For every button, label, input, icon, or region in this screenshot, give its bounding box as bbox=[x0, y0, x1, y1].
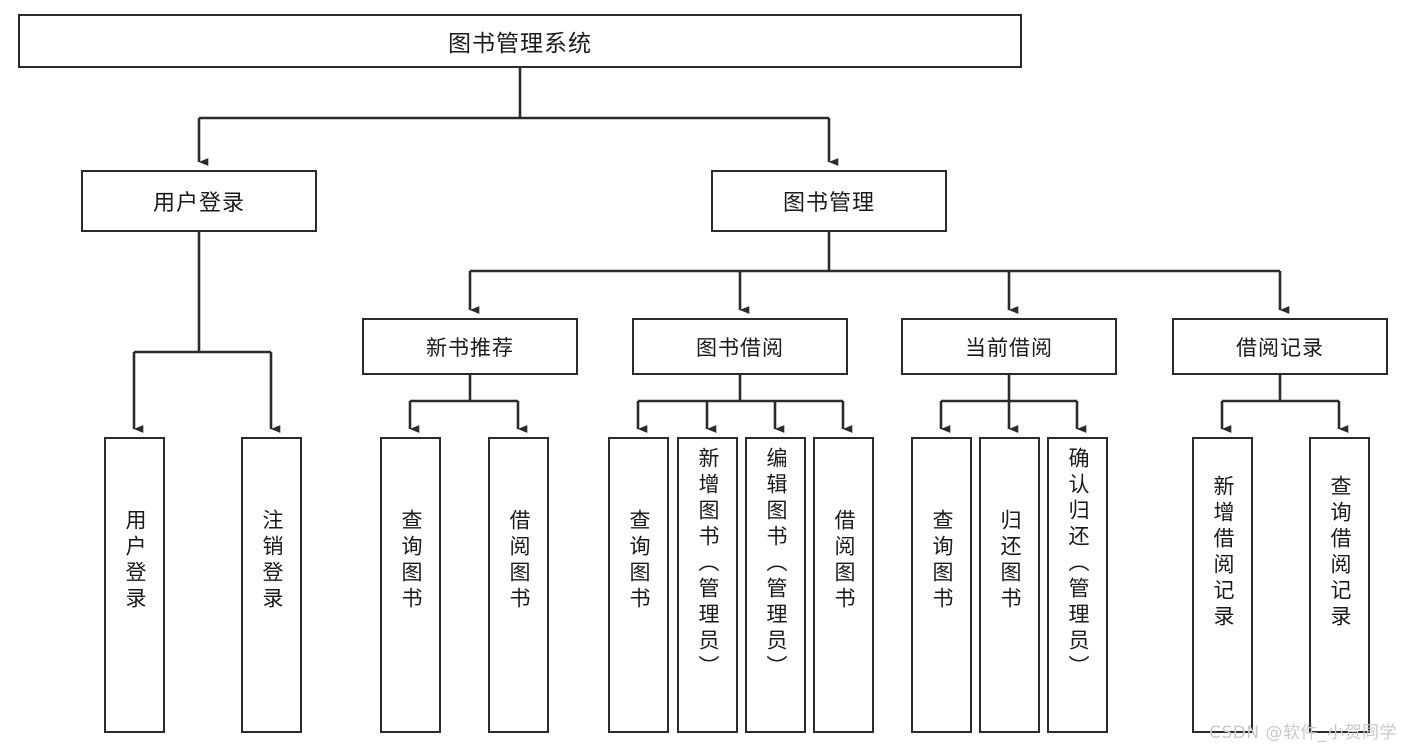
node-leaf-borrow-book-1-label: 借阅图书 bbox=[507, 509, 531, 613]
node-leaf-query-record-label: 查询借阅记录 bbox=[1328, 475, 1352, 631]
node-leaf-query-book-3[interactable]: 查询图书 bbox=[911, 437, 972, 733]
node-current-borrow[interactable]: 当前借阅 bbox=[901, 318, 1117, 375]
node-leaf-logout-label: 注销登录 bbox=[260, 509, 284, 613]
node-borrow-record-label: 借阅记录 bbox=[1236, 335, 1324, 360]
watermark-text: CSDN @软件_小贺同学 bbox=[1209, 723, 1397, 743]
node-leaf-confirm-return-label: 确认归还（管理员） bbox=[1066, 447, 1090, 681]
node-leaf-borrow-book-1[interactable]: 借阅图书 bbox=[488, 437, 549, 733]
node-leaf-query-book-1[interactable]: 查询图书 bbox=[380, 437, 441, 733]
node-leaf-edit-book-label: 编辑图书（管理员） bbox=[764, 447, 788, 681]
node-root[interactable]: 图书管理系统 bbox=[18, 14, 1022, 68]
node-new-book-rec-label: 新书推荐 bbox=[426, 335, 514, 360]
node-leaf-add-record-label: 新增借阅记录 bbox=[1211, 475, 1235, 631]
node-leaf-user-login-label: 用户登录 bbox=[123, 509, 147, 613]
node-leaf-return-book-label: 归还图书 bbox=[998, 509, 1022, 613]
node-borrow-record[interactable]: 借阅记录 bbox=[1172, 318, 1388, 375]
node-book-borrow[interactable]: 图书借阅 bbox=[632, 318, 848, 375]
node-leaf-add-book[interactable]: 新增图书（管理员） bbox=[677, 437, 738, 733]
node-leaf-add-record[interactable]: 新增借阅记录 bbox=[1192, 437, 1253, 733]
node-leaf-edit-book[interactable]: 编辑图书（管理员） bbox=[745, 437, 806, 733]
node-book-manage[interactable]: 图书管理 bbox=[711, 170, 947, 232]
node-user-login[interactable]: 用户登录 bbox=[81, 170, 317, 232]
node-leaf-return-book[interactable]: 归还图书 bbox=[979, 437, 1040, 733]
node-leaf-add-book-label: 新增图书（管理员） bbox=[696, 447, 720, 681]
node-current-borrow-label: 当前借阅 bbox=[965, 335, 1053, 360]
node-leaf-borrow-book-2-label: 借阅图书 bbox=[832, 509, 856, 613]
node-book-manage-label: 图书管理 bbox=[782, 191, 875, 216]
node-user-login-label: 用户登录 bbox=[152, 191, 245, 216]
node-leaf-query-book-1-label: 查询图书 bbox=[399, 509, 423, 613]
node-leaf-query-book-2-label: 查询图书 bbox=[627, 509, 651, 613]
node-new-book-rec[interactable]: 新书推荐 bbox=[362, 318, 578, 375]
node-leaf-logout[interactable]: 注销登录 bbox=[241, 437, 302, 733]
node-leaf-borrow-book-2[interactable]: 借阅图书 bbox=[813, 437, 874, 733]
node-leaf-query-record[interactable]: 查询借阅记录 bbox=[1309, 437, 1370, 733]
node-leaf-user-login[interactable]: 用户登录 bbox=[104, 437, 165, 733]
node-root-label: 图书管理系统 bbox=[448, 31, 592, 57]
node-leaf-confirm-return[interactable]: 确认归还（管理员） bbox=[1047, 437, 1108, 733]
node-book-borrow-label: 图书借阅 bbox=[696, 335, 784, 360]
node-leaf-query-book-2[interactable]: 查询图书 bbox=[608, 437, 669, 733]
node-leaf-query-book-3-label: 查询图书 bbox=[930, 509, 954, 613]
